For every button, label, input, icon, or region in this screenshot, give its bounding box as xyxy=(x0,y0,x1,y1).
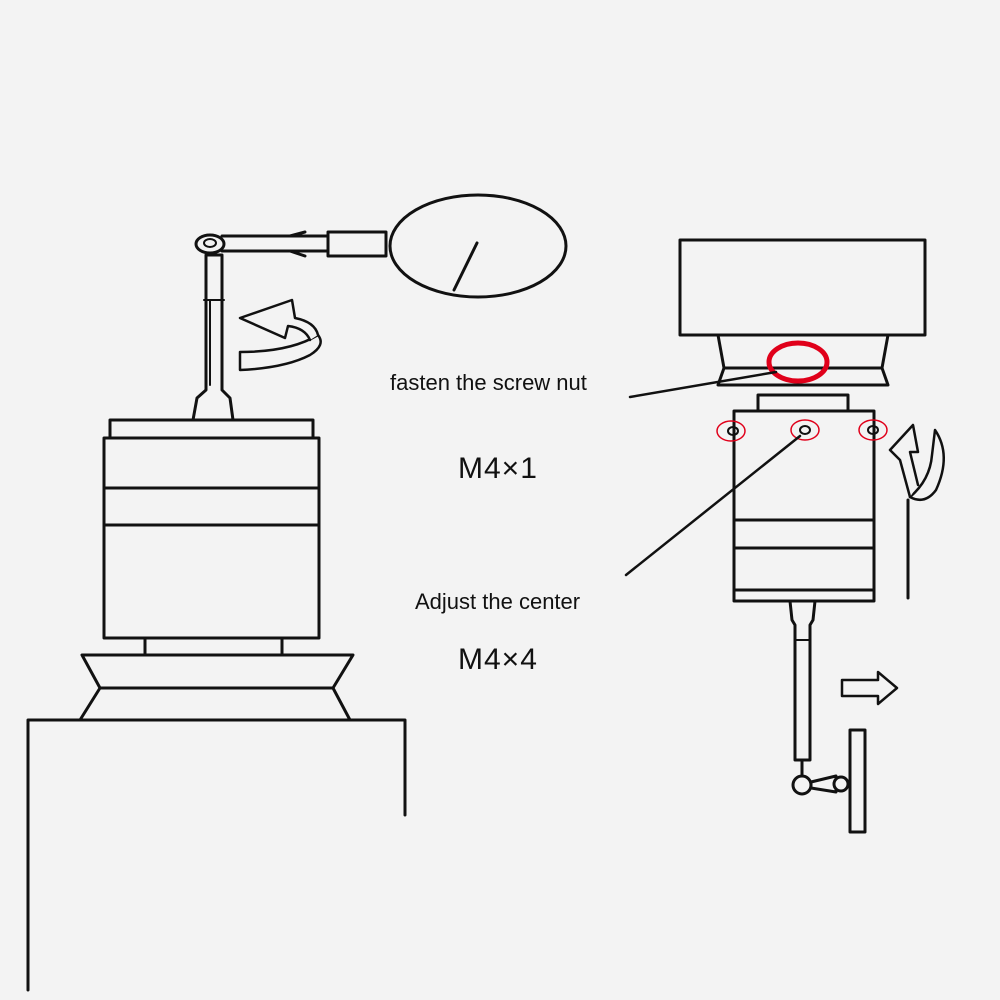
leader-fasten xyxy=(628,370,778,399)
left-pivot-hole xyxy=(203,238,217,248)
right-main-body xyxy=(732,409,876,603)
label-fasten-screw-nut: fasten the screw nut xyxy=(390,370,587,395)
dial-indicator xyxy=(388,193,568,299)
right-contact-plate xyxy=(848,728,867,834)
right-probe-tip xyxy=(809,774,838,794)
right-stem xyxy=(788,599,817,762)
screw-hole-right xyxy=(867,425,879,435)
screw-nut-highlight xyxy=(766,340,830,384)
left-assembly xyxy=(26,193,568,992)
label-adjust-center: Adjust the center xyxy=(415,589,581,614)
label-m4x1: M4×1 xyxy=(458,452,538,485)
label-m4x4: M4×4 xyxy=(458,643,538,676)
left-rotation-arrow xyxy=(238,333,322,372)
leader-adjust xyxy=(624,434,802,577)
left-arm-sleeve xyxy=(326,230,388,258)
left-base-block xyxy=(26,718,407,992)
right-top-housing xyxy=(678,238,927,337)
left-pivot-knob xyxy=(194,233,226,255)
dial-needle xyxy=(452,241,479,292)
screw-hole-center xyxy=(799,425,811,435)
screw-hole-left xyxy=(727,426,739,436)
right-push-arrow xyxy=(840,670,899,706)
hole-highlight-center xyxy=(790,419,820,441)
right-rotation-arrow xyxy=(908,428,945,502)
right-probe-ball xyxy=(791,774,813,796)
left-main-body xyxy=(102,436,321,640)
hole-highlight-right xyxy=(858,419,888,441)
left-arm-taper xyxy=(288,230,307,258)
left-spindle-rod xyxy=(191,253,235,422)
left-neck xyxy=(143,635,284,657)
right-rotation-arrow-head xyxy=(888,423,920,499)
left-top-cap xyxy=(108,418,315,440)
right-probe-tip-ball xyxy=(832,775,850,793)
left-rotation-arrow-head xyxy=(238,298,320,342)
right-assembly xyxy=(678,238,945,834)
hole-highlight-left xyxy=(716,420,746,442)
right-neck xyxy=(756,393,850,413)
